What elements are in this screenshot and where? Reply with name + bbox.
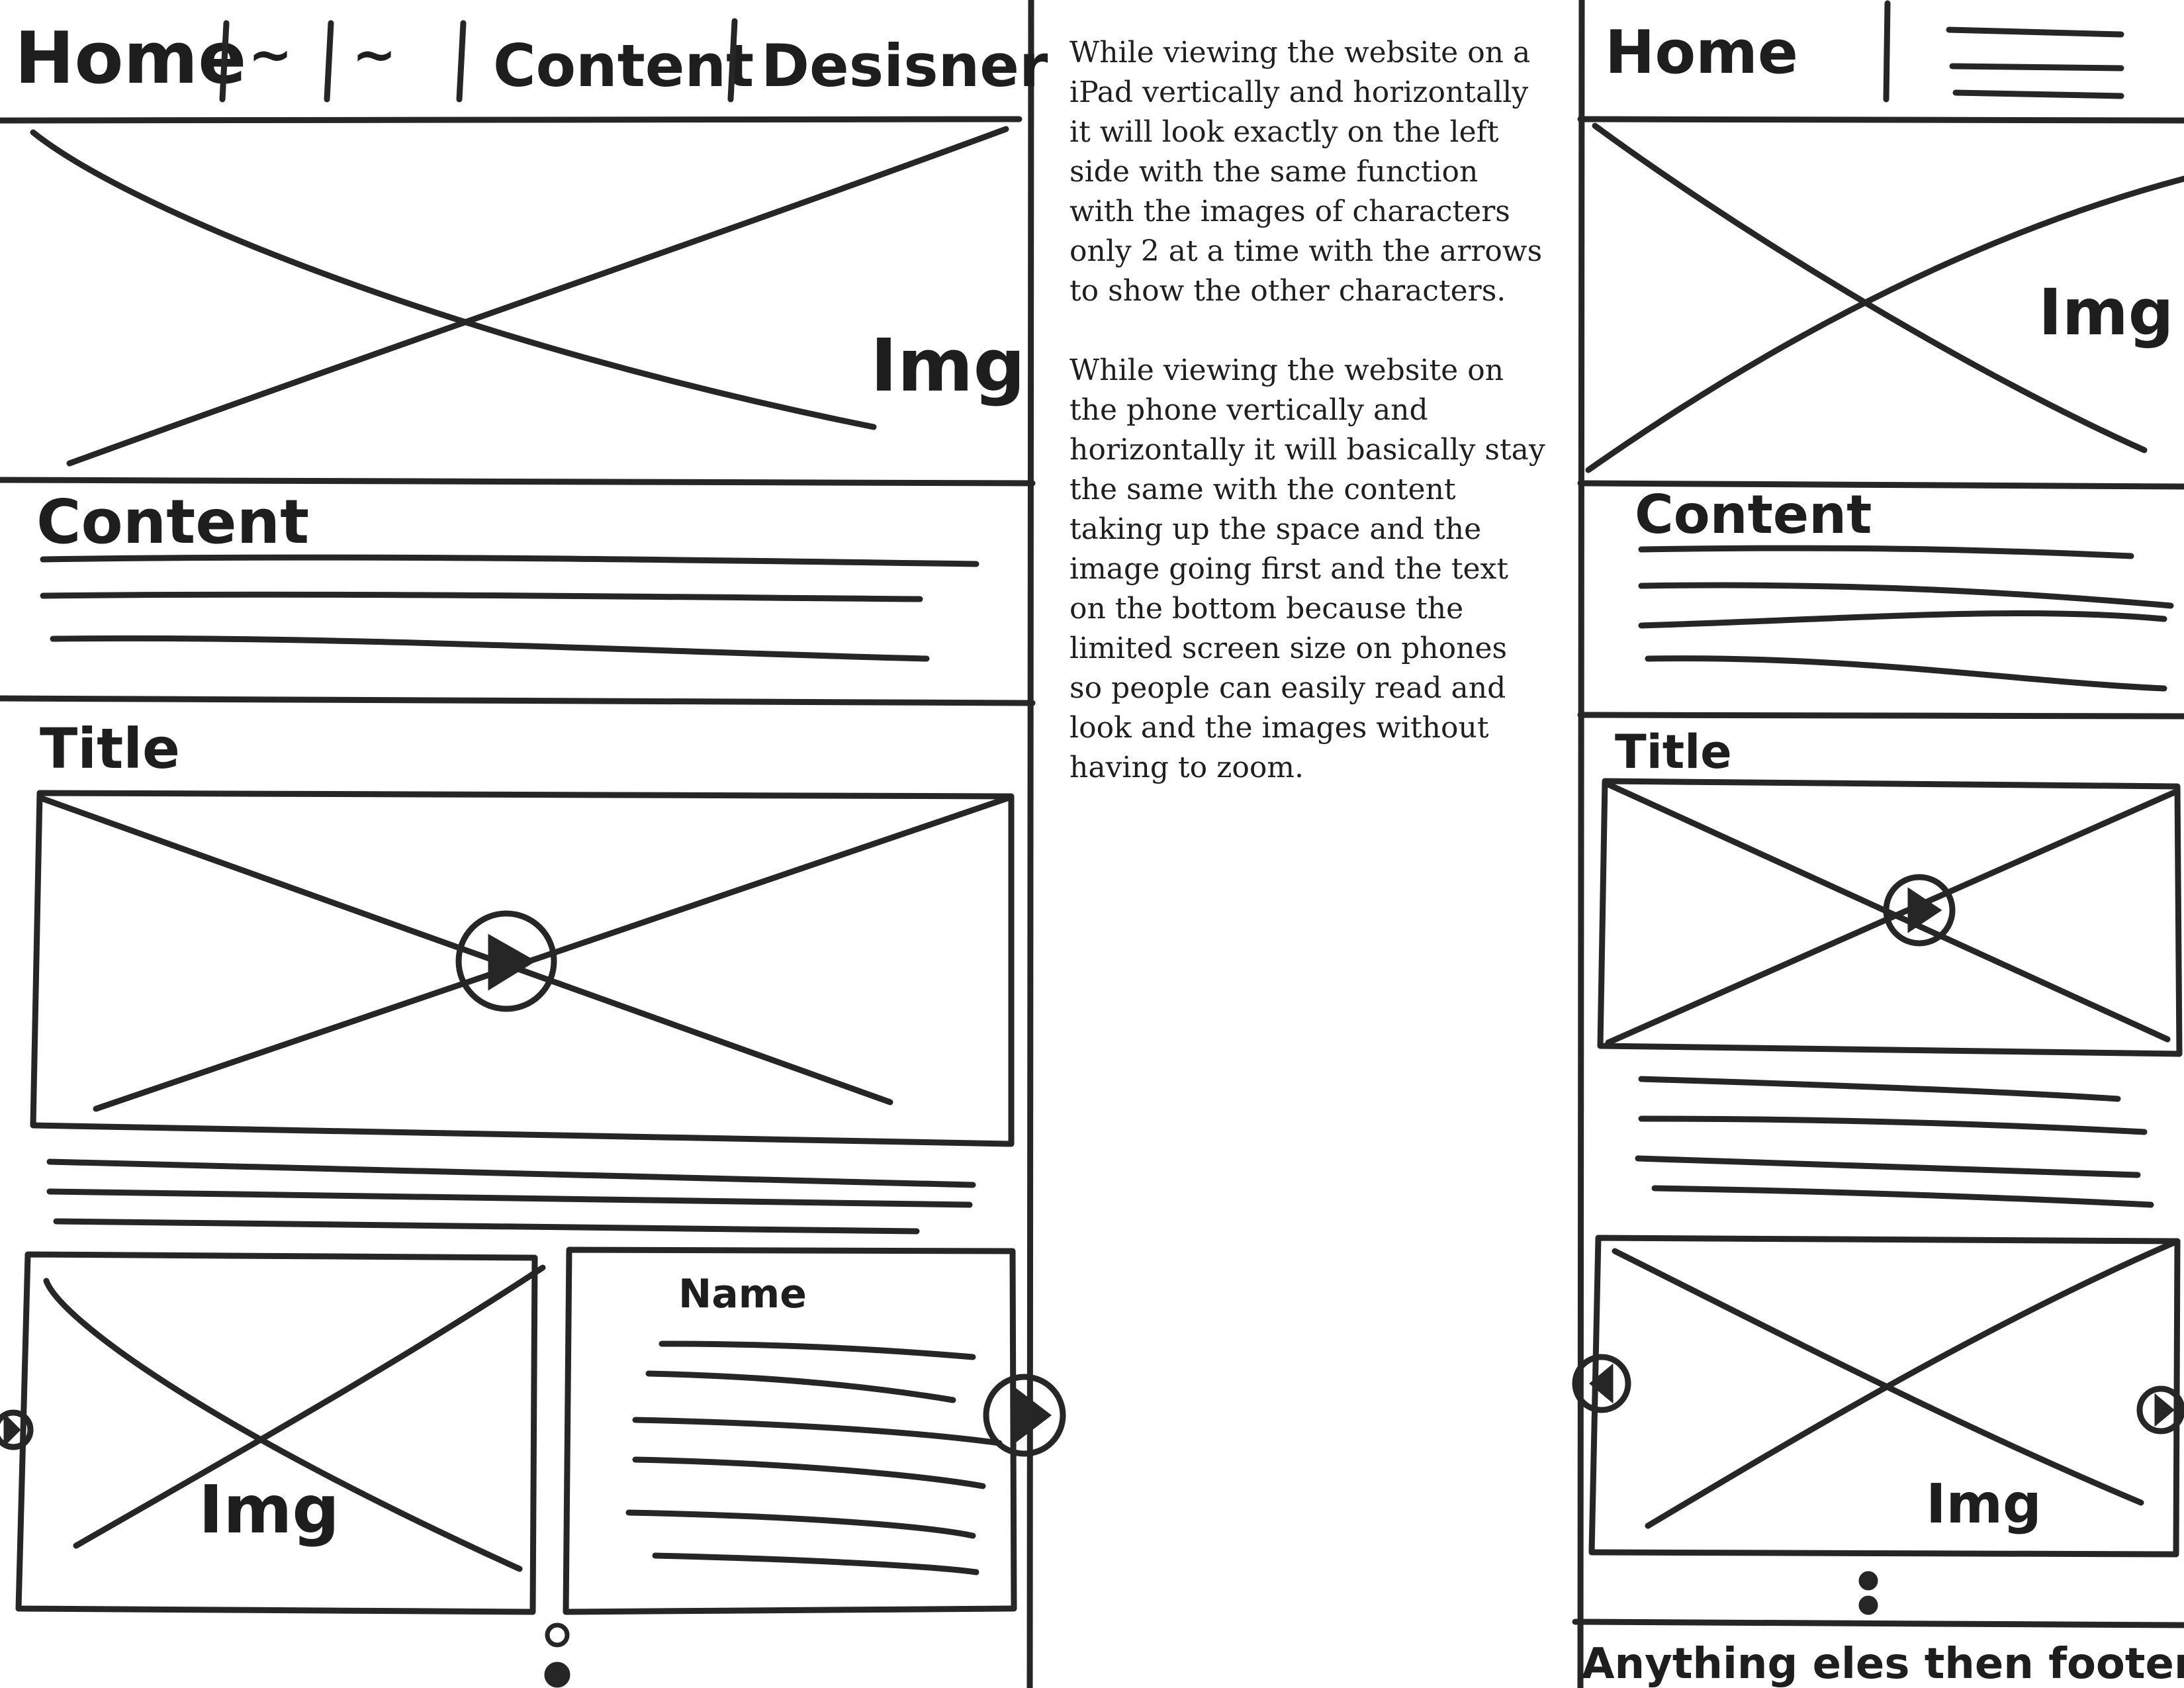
arrow-right-icon[interactable] (1014, 1386, 1052, 1444)
tablet-nav-item-3[interactable]: ~ (352, 24, 396, 85)
phone-footer-text: Anything eles then footer (1582, 1640, 2184, 1688)
phone-content-heading: Content (1635, 484, 1872, 545)
tablet-carousel-prev-arrow[interactable] (0, 1409, 34, 1450)
text-line (1638, 545, 2134, 559)
play-icon[interactable] (488, 933, 536, 991)
text-line (1638, 610, 2167, 629)
arrow-right-icon[interactable] (2154, 1393, 2175, 1427)
tablet-hero-image: Img (0, 126, 1036, 487)
text-line (1635, 1155, 2141, 1178)
tablet-nav-home[interactable]: Home (15, 17, 246, 100)
tablet-video-player[interactable] (30, 790, 1015, 1147)
text-line (1638, 1076, 2121, 1102)
phone-title-heading: Title (1615, 725, 1732, 779)
phone-carousel-next-arrow[interactable] (2136, 1385, 2184, 1434)
phone-video-section: Title (1597, 725, 2183, 1208)
tablet-card-name-label: Name (678, 1271, 807, 1317)
phone-hero-image: Img (1577, 122, 2184, 490)
text-line (659, 1340, 976, 1360)
hamburger-menu-icon[interactable] (1946, 26, 2124, 99)
tablet-nav-bar[interactable]: Home ~ ~ Content Desisner (0, 17, 1048, 124)
text-line (1638, 1115, 2148, 1135)
arrow-left-icon[interactable] (1589, 1363, 1614, 1404)
phone-character-image: Img (1588, 1235, 2181, 1558)
tablet-character-carousel: Img Name (0, 1246, 1066, 1688)
annotation-paragraph-ipad: While viewing the website on a iPad vert… (1069, 36, 1543, 308)
text-line (625, 1509, 976, 1539)
phone-content-section: Content (1577, 484, 2184, 720)
arrow-left-icon[interactable] (3, 1412, 21, 1448)
tablet-nav-designer[interactable]: Desisner (761, 32, 1048, 100)
play-icon[interactable] (1907, 887, 1942, 933)
phone-footer: Anything eles then footer (1572, 1618, 2184, 1688)
text-line (1651, 1185, 2154, 1208)
tablet-hero-img-label: Img (870, 323, 1025, 408)
phone-nav-bar[interactable]: Home (1577, 0, 2184, 124)
annotation-notes: While viewing the website on a iPad vert… (1069, 33, 1546, 827)
text-line (40, 554, 979, 567)
text-line (46, 1188, 973, 1208)
text-line (1645, 655, 2167, 692)
text-line (645, 1370, 956, 1403)
text-line (50, 635, 930, 662)
text-line (53, 1218, 920, 1235)
tablet-nav-item-2[interactable]: ~ (248, 24, 293, 85)
tablet-nav-content[interactable]: Content (493, 32, 754, 100)
phone-carousel-prev-arrow[interactable] (1572, 1354, 1631, 1413)
tablet-character-image: Img (15, 1251, 546, 1615)
text-line (40, 591, 923, 602)
tablet-wireframe: Home ~ ~ Content Desisner Img Content (0, 0, 1066, 1688)
text-line (632, 1456, 986, 1489)
phone-hero-img-label: Img (2038, 275, 2173, 350)
phone-video-player[interactable] (1597, 778, 2183, 1057)
tablet-carousel-next-arrow[interactable] (983, 1374, 1066, 1457)
tablet-title-heading: Title (40, 716, 180, 781)
text-line (652, 1552, 979, 1575)
text-line (632, 1417, 1003, 1446)
phone-character-carousel: Img (1572, 1235, 2184, 1615)
tablet-content-section: Content (0, 487, 1036, 706)
tablet-character-info: Name (563, 1246, 1017, 1615)
phone-carousel-dots[interactable] (1858, 1571, 1878, 1615)
tablet-content-heading: Content (36, 487, 309, 557)
tablet-video-section: Title (30, 716, 1015, 1235)
tablet-card-img-label: Img (199, 1471, 340, 1548)
phone-wireframe: Home Img Content Title (1572, 0, 2184, 1688)
phone-nav-home[interactable]: Home (1605, 18, 1798, 87)
text-line (1638, 582, 2174, 609)
phone-card-img-label: Img (1926, 1473, 2042, 1536)
annotation-paragraph-phone: While viewing the website on the phone v… (1069, 353, 1545, 784)
text-line (46, 1158, 976, 1188)
tablet-carousel-dots[interactable] (544, 1622, 570, 1688)
